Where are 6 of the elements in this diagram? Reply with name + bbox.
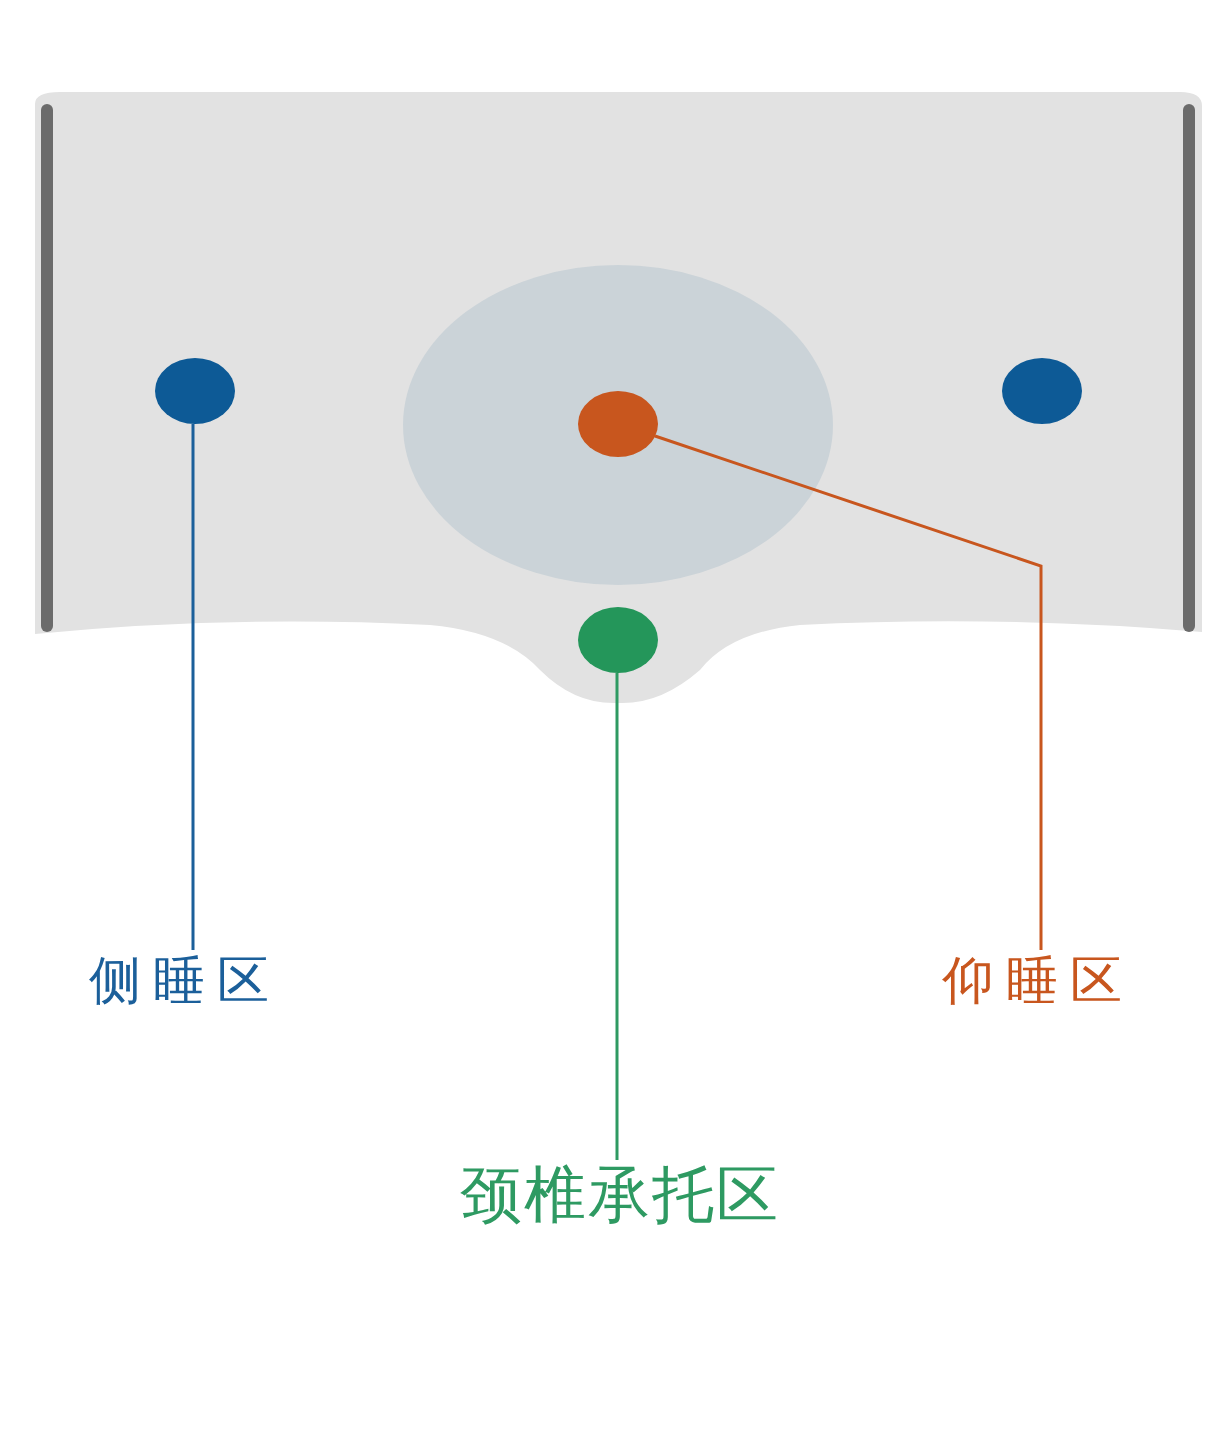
leader-line xyxy=(615,673,619,1160)
leader-line xyxy=(191,424,195,950)
zone-label: 仰睡区 xyxy=(930,950,1145,1012)
zone-label: 侧睡区 xyxy=(80,950,290,1012)
zone-label: 颈椎承托区 xyxy=(440,1160,800,1230)
leader-line xyxy=(654,434,1043,950)
